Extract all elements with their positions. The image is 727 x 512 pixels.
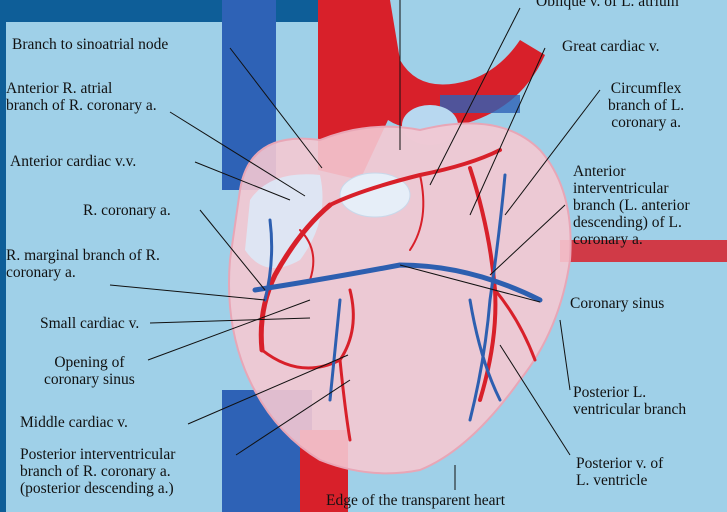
- label-middle-cardiac-vein: Middle cardiac v.: [20, 414, 128, 431]
- label-coronary-sinus: Coronary sinus: [570, 295, 664, 312]
- label-posterior-lv-branch: Posterior L. ventricular branch: [573, 384, 686, 418]
- pulmonary-vessel-left-top: [440, 95, 520, 113]
- label-great-cardiac-vein: Great cardiac v.: [562, 38, 660, 55]
- label-small-cardiac-vein: Small cardiac v.: [40, 315, 139, 332]
- label-anterior-interventricular: Anterior interventricular branch (L. ant…: [573, 163, 690, 248]
- label-marginal-branch: R. marginal branch of R. coronary a.: [6, 247, 160, 281]
- label-right-coronary: R. coronary a.: [83, 202, 171, 219]
- label-sinoatrial-branch: Branch to sinoatrial node: [12, 36, 168, 53]
- label-anterior-cardiac-veins: Anterior cardiac v.v.: [10, 153, 136, 170]
- label-posterior-interventricular: Posterior interventricular branch of R. …: [20, 446, 175, 497]
- label-circumflex-branch: Circumflex branch of L. coronary a.: [608, 80, 684, 131]
- heart-outline: [229, 123, 571, 473]
- label-anterior-atrial-branch: Anterior R. atrial branch of R. coronary…: [6, 80, 157, 114]
- label-edge-transparent-heart: Edge of the transparent heart: [326, 492, 505, 509]
- label-opening-coronary-sinus: Opening of coronary sinus: [44, 354, 135, 388]
- label-oblique-vein: Oblique v. of L. atrium: [536, 0, 679, 10]
- label-posterior-vein-lv: Posterior v. of L. ventricle: [576, 455, 663, 489]
